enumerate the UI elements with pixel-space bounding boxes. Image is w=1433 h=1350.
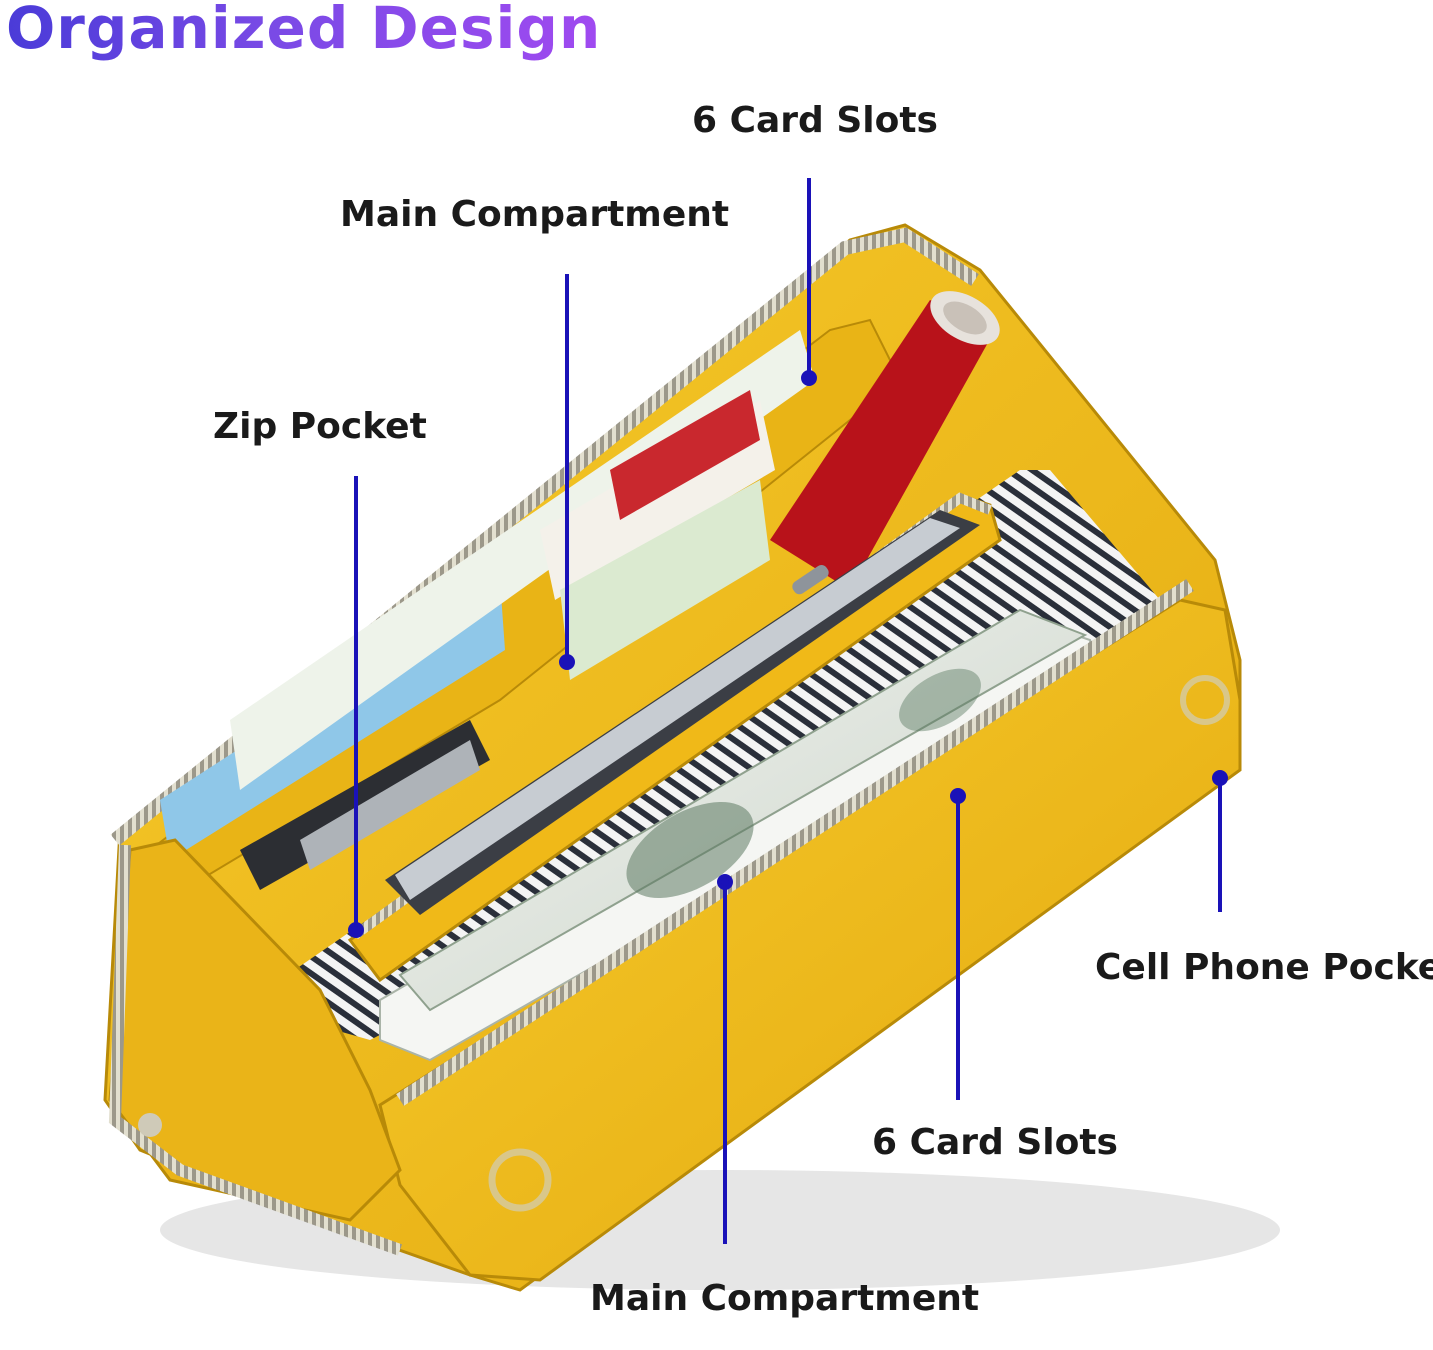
striped-lining — [280, 470, 1160, 1040]
label-card-slots-top: 6 Card Slots — [692, 100, 938, 141]
front-zipper — [396, 579, 1194, 1106]
phone — [385, 510, 980, 915]
label-card-slots-bottom: 6 Card Slots — [872, 1122, 1118, 1163]
leader-lines — [348, 178, 1228, 1244]
page-title: Organized Design — [6, 0, 601, 62]
lipstick — [770, 291, 1000, 590]
strap-ring-left — [488, 1148, 552, 1212]
left-zipper — [108, 844, 403, 1256]
label-cell-phone-pocket: Cell Phone Pocket — [1095, 947, 1433, 988]
zip-pull-left — [138, 1113, 162, 1137]
top-zipper — [110, 227, 979, 846]
label-main-compartment-bottom: Main Compartment — [590, 1278, 980, 1319]
card-4 — [610, 390, 760, 520]
card-5 — [560, 480, 770, 680]
strap-ring-right — [1180, 675, 1230, 725]
wallet-front-panel — [378, 598, 1242, 1282]
label-main-compartment-top: Main Compartment — [340, 194, 730, 235]
cash-stack — [379, 608, 1097, 1062]
label-zip-pocket: Zip Pocket — [213, 406, 427, 447]
pen — [240, 720, 490, 890]
